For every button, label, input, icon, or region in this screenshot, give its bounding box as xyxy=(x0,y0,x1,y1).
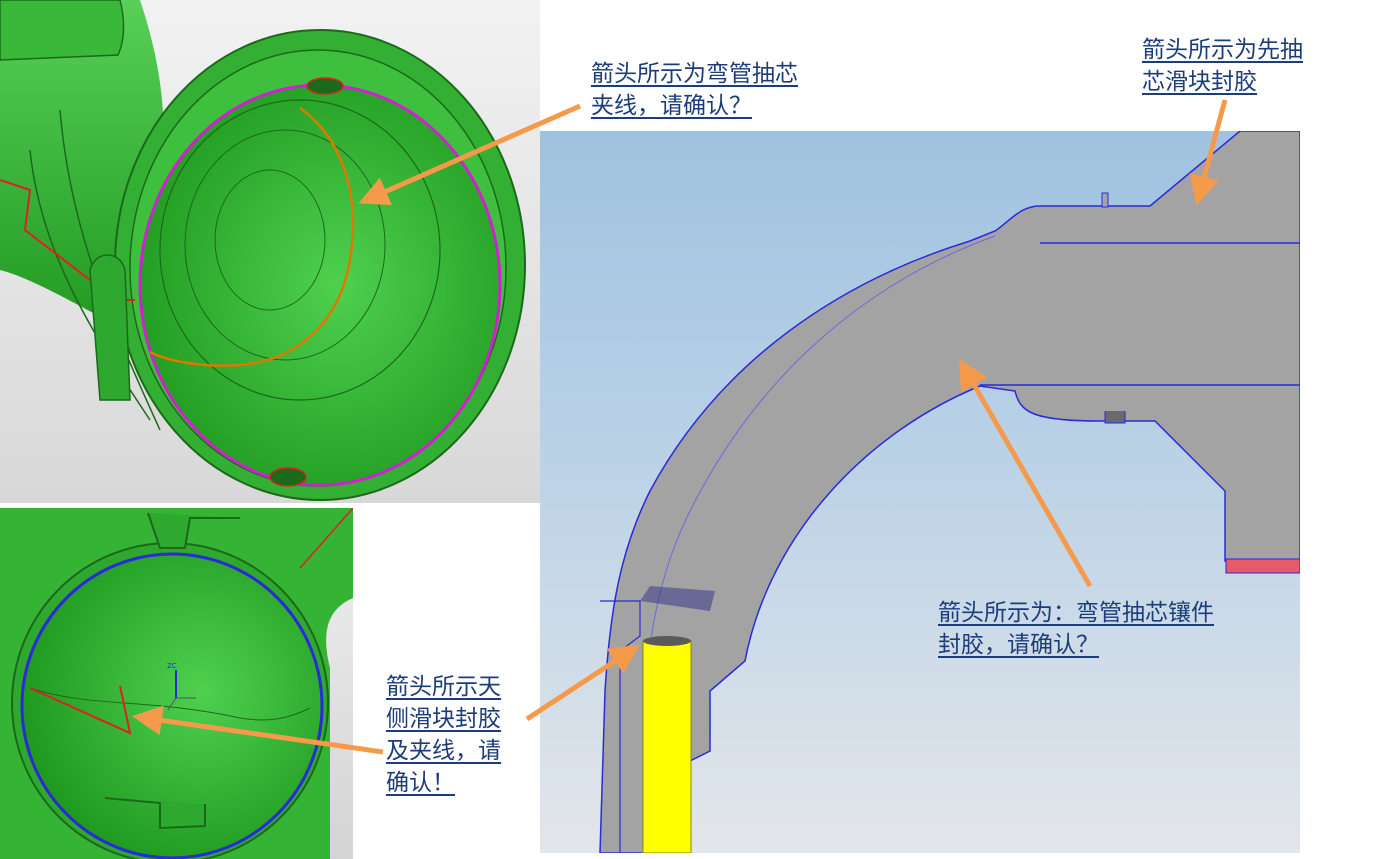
pipe-top-rib xyxy=(0,0,125,61)
triad-axis-label: ZC xyxy=(167,662,177,670)
note-bend-core-insert-seal: 箭头所示为：弯管抽芯镶件 封胶，请确认？ xyxy=(938,600,1214,658)
coordinate-triad-icon xyxy=(167,670,196,711)
note-bend-core-line: 箭头所示为弯管抽芯 夹线，请确认？ xyxy=(591,61,798,119)
core-parting-line xyxy=(149,106,355,367)
note-top-slider-seal: 箭头所示天 侧滑块封胶 及夹线，请 确认！ xyxy=(386,674,501,796)
top-slider-parting-line xyxy=(29,685,132,735)
viewport-bottom-left-3d[interactable]: ZC xyxy=(0,508,353,859)
viewport-top-left-3d[interactable] xyxy=(0,0,540,503)
ejector-pin xyxy=(642,640,692,853)
mold-cross-section xyxy=(599,131,1300,853)
inner-opening-edge xyxy=(138,83,502,487)
slider-seal-edge xyxy=(20,552,324,859)
seal-insert-block xyxy=(1225,558,1300,574)
note-first-slider-seal: 箭头所示为先抽 芯滑块封胶 xyxy=(1142,37,1303,95)
viewport-section-view[interactable] xyxy=(540,131,1300,853)
